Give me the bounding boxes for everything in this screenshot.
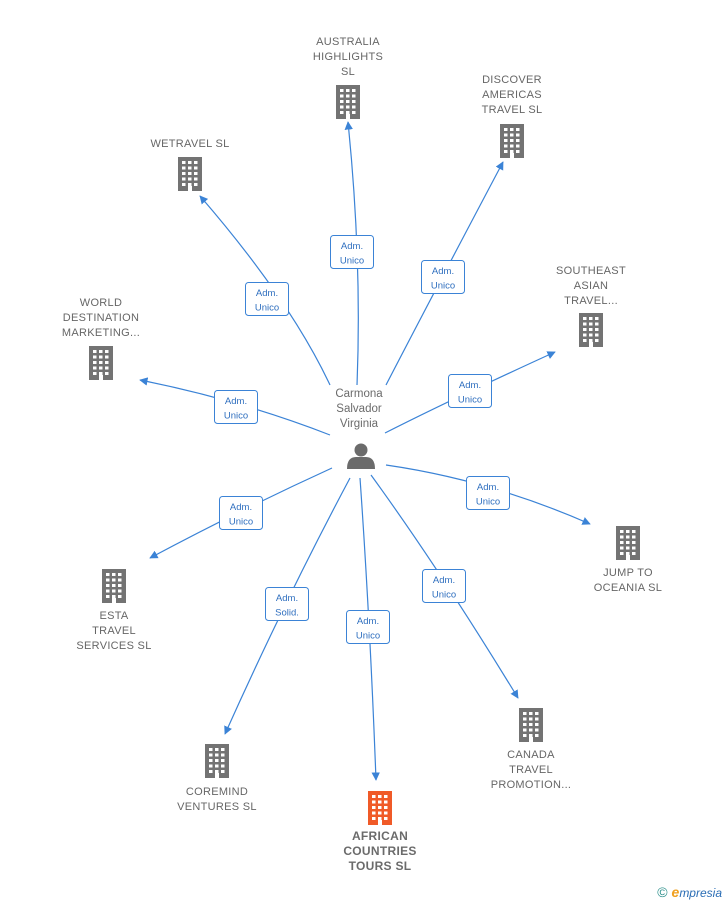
edge-label-text: Adm.	[432, 266, 454, 277]
edge-label-discover[interactable]: Adm. Unico	[421, 260, 465, 294]
person-name-line: Virginia	[340, 418, 379, 430]
edge-label-text: Unico	[229, 517, 253, 528]
company-name-line: TRAVEL	[92, 625, 136, 637]
company-name-line: SERVICES SL	[76, 640, 151, 652]
person-icon	[347, 443, 375, 469]
company-node-canada[interactable]: CANADA TRAVEL PROMOTION...	[491, 708, 572, 791]
company-node-southeast[interactable]: SOUTHEAST ASIAN TRAVEL...	[556, 265, 626, 347]
company-node-world[interactable]: WORLD DESTINATION MARKETING...	[62, 297, 140, 380]
edge-label-australia[interactable]: Adm. Unico	[330, 235, 374, 269]
edge-label-text: Adm.	[230, 502, 252, 513]
company-name-line: PROMOTION...	[491, 779, 572, 791]
building-icon	[336, 85, 360, 119]
company-name-line: AMERICAS	[482, 89, 542, 101]
company-name-line: COUNTRIES	[343, 844, 416, 858]
company-name-line: MARKETING...	[62, 327, 140, 339]
node-layer: AUSTRALIA HIGHLIGHTS SL DISCOVER AMERICAS TRA…	[62, 36, 662, 873]
company-node-discover[interactable]: DISCOVER AMERICAS TRAVEL SL	[482, 74, 543, 158]
edge-label-wetravel[interactable]: Adm. Unico	[245, 282, 289, 316]
company-name-line: JUMP TO	[603, 567, 653, 579]
edge-label-coremind[interactable]: Adm. Solid.	[265, 587, 309, 621]
company-name-line: WORLD	[80, 297, 122, 309]
company-name-line: TOURS SL	[349, 859, 412, 873]
person-name-line: Salvador	[336, 403, 382, 415]
edge-label-text: Adm.	[341, 241, 363, 252]
edge-label-layer: Adm.UnicoAdm.UnicoAdm.UnicoAdm.UnicoAdm.…	[214, 235, 510, 644]
company-name-line: VENTURES SL	[177, 801, 257, 813]
building-icon	[89, 346, 113, 380]
building-icon	[500, 124, 524, 158]
building-icon	[616, 526, 640, 560]
company-name-line: DESTINATION	[63, 312, 139, 324]
edge-label-text: Adm.	[256, 288, 278, 299]
edge-label-canada[interactable]: Adm. Unico	[422, 569, 466, 603]
copyright-icon: ©	[657, 884, 668, 900]
edge-label-text: Unico	[340, 256, 364, 267]
person-name-line: Carmona	[335, 388, 383, 400]
company-node-wetravel[interactable]: WETRAVEL SL	[150, 138, 229, 191]
empresia-logo[interactable]: ©empresia	[657, 884, 722, 900]
edge-label-text: Unico	[431, 281, 455, 292]
edge-label-african[interactable]: Adm. Unico	[346, 610, 390, 644]
edge-label-text: Unico	[432, 590, 456, 601]
company-node-esta[interactable]: ESTA TRAVEL SERVICES SL	[76, 569, 151, 652]
edge-label-jump[interactable]: Adm. Unico	[466, 476, 510, 510]
edge-label-text: Adm.	[433, 575, 455, 586]
edge-label-esta[interactable]: Adm. Unico	[219, 496, 263, 530]
company-name-line: DISCOVER	[482, 74, 542, 86]
company-name-line: TRAVEL	[509, 764, 553, 776]
company-name-line: OCEANIA SL	[594, 582, 662, 594]
edge-label-text: Adm.	[477, 482, 499, 493]
company-name-line: HIGHLIGHTS	[313, 51, 383, 63]
edge-label-text: Adm.	[225, 396, 247, 407]
company-node-jump[interactable]: JUMP TO OCEANIA SL	[594, 526, 662, 594]
building-icon	[579, 313, 603, 347]
edge-label-text: Adm.	[357, 616, 379, 627]
company-node-australia[interactable]: AUSTRALIA HIGHLIGHTS SL	[313, 36, 383, 119]
edge-label-text: Adm.	[276, 593, 298, 604]
edge-label-text: Unico	[356, 631, 380, 642]
company-name-line: TRAVEL...	[564, 295, 618, 307]
company-name-line: TRAVEL SL	[482, 104, 543, 116]
building-icon-highlight	[368, 791, 392, 825]
edge-label-southeast[interactable]: Adm. Unico	[448, 374, 492, 408]
company-name-line: SL	[341, 66, 355, 78]
company-name-line: CANADA	[507, 749, 555, 761]
edge-label-world[interactable]: Adm. Unico	[214, 390, 258, 424]
building-icon	[178, 157, 202, 191]
company-name-line: SOUTHEAST	[556, 265, 626, 277]
building-icon	[102, 569, 126, 603]
company-name-line: ASIAN	[574, 280, 609, 292]
edge-label-text: Adm.	[459, 380, 481, 391]
edge-label-text: Unico	[476, 497, 500, 508]
edge-label-text: Unico	[224, 411, 248, 422]
edge-label-text: Unico	[255, 303, 279, 314]
company-name-line: AUSTRALIA	[316, 36, 380, 48]
company-name-line: ESTA	[99, 610, 128, 622]
edge-label-text: Unico	[458, 395, 482, 406]
building-icon	[205, 744, 229, 778]
company-name-line: AFRICAN	[352, 829, 408, 843]
company-name-line: COREMIND	[186, 786, 248, 798]
company-name-line: WETRAVEL SL	[150, 138, 229, 150]
building-icon	[519, 708, 543, 742]
company-node-coremind[interactable]: COREMIND VENTURES SL	[177, 744, 257, 813]
edge-label-text: Solid.	[275, 608, 299, 619]
